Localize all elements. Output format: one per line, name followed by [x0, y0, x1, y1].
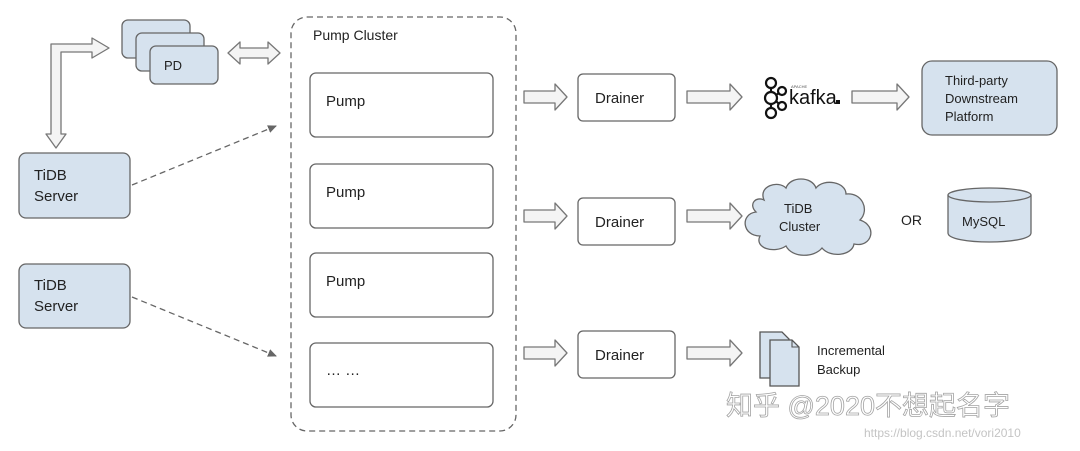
tidb1-to-pump-dashed-arrow	[131, 125, 277, 186]
pump-box-1: Pump	[309, 72, 494, 138]
documents-icon	[759, 331, 800, 387]
tidb-server-2-line2: Server	[34, 298, 78, 315]
or-label: OR	[901, 212, 922, 228]
tidb-server-1-line1: TiDB	[34, 167, 67, 184]
pd-stack: PD	[121, 19, 219, 85]
pump-to-drainer-2-arrow	[523, 202, 568, 230]
kafka-label: kafka	[789, 87, 838, 109]
pump-box-2-label: Pump	[326, 184, 365, 201]
tidb2-to-pump-dashed-arrow	[131, 296, 277, 357]
drainer-3-label: Drainer	[595, 347, 644, 364]
mysql-cylinder-icon: MySQL	[947, 187, 1032, 243]
zhihu-watermark: 知乎 @2020不想起名字	[726, 391, 1010, 421]
drainer-box-1: Drainer	[577, 73, 676, 122]
drainer-3-to-backup-arrow	[686, 339, 743, 367]
backup-line2: Backup	[817, 362, 860, 377]
third-party-line2: Downstream	[945, 91, 1018, 106]
tidb-cluster-line2: Cluster	[779, 219, 821, 234]
pump-to-drainer-3-arrow	[523, 339, 568, 367]
tidb-server-1-line2: Server	[34, 188, 78, 205]
third-party-box: Third-party Downstream Platform	[921, 60, 1058, 136]
drainer-1-label: Drainer	[595, 90, 644, 107]
drainer-box-3: Drainer	[577, 330, 676, 379]
kafka-tagline: APACHE	[791, 84, 807, 89]
tidb-server-2-line1: TiDB	[34, 277, 67, 294]
kafka-logo-icon: APACHE kafka	[763, 76, 840, 120]
drainer-2-label: Drainer	[595, 214, 644, 231]
pd-label: PD	[164, 58, 182, 73]
mysql-label: MySQL	[962, 214, 1005, 229]
pump-box-3: Pump	[309, 252, 494, 318]
pump-box-4-label: … …	[326, 362, 360, 379]
tidb-server-box-2: TiDB Server	[18, 263, 131, 329]
tidb-cluster-line1: TiDB	[784, 201, 812, 216]
pd-tidb-elbow-arrow	[45, 37, 110, 149]
pump-box-1-label: Pump	[326, 93, 365, 110]
drainer-1-to-kafka-arrow	[686, 83, 743, 111]
tidb-cluster-cloud-icon: TiDB Cluster	[744, 178, 872, 256]
third-party-line1: Third-party	[945, 73, 1008, 88]
pd-pump-double-arrow	[227, 41, 281, 65]
drainer-box-2: Drainer	[577, 197, 676, 246]
tidb-server-box-1: TiDB Server	[18, 152, 131, 219]
pump-box-3-label: Pump	[326, 273, 365, 290]
kafka-to-third-party-arrow	[851, 83, 910, 111]
backup-line1: Incremental	[817, 343, 885, 358]
pump-cluster-title: Pump Cluster	[313, 27, 398, 43]
csdn-watermark-url: https://blog.csdn.net/vori2010	[864, 426, 1021, 440]
drainer-2-to-tidb-cluster-arrow	[686, 202, 743, 230]
pump-box-4: … …	[309, 342, 494, 408]
pump-to-drainer-1-arrow	[523, 83, 568, 111]
third-party-line3: Platform	[945, 109, 993, 124]
pump-cluster-container	[290, 16, 517, 432]
pump-box-2: Pump	[309, 163, 494, 229]
